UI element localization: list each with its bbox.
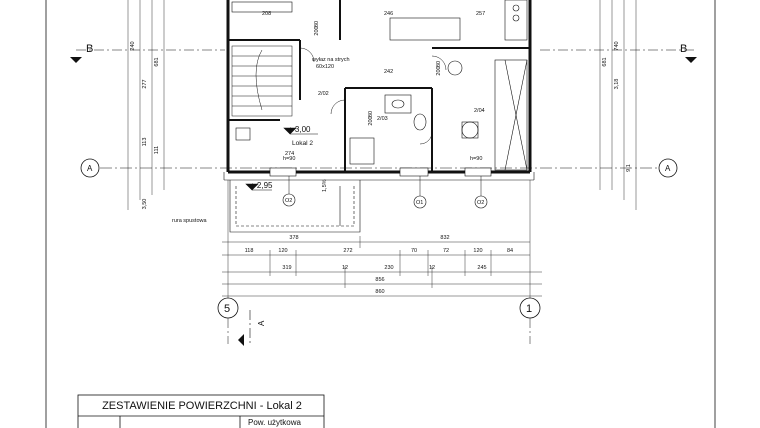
window-openings xyxy=(269,167,492,177)
mid-dim-1: 242 xyxy=(384,69,393,75)
side-dim-right-3: 9,1 xyxy=(626,164,632,172)
dim-row2-label-1: 120 xyxy=(278,248,287,254)
axis-bubble-1 xyxy=(519,297,541,319)
side-dim-left-2: 113 xyxy=(142,138,148,147)
bottom-dimension-chains xyxy=(222,180,542,300)
window-tag-3: O2 xyxy=(477,200,484,206)
room-label-hall: 2/02 xyxy=(318,91,329,97)
dim-row3-label-4: 245 xyxy=(477,265,486,271)
axis-label-left: A xyxy=(87,164,93,173)
side-dim-left-5: 3,50 xyxy=(142,199,148,210)
dim-row3-label-3: 12 xyxy=(429,265,435,271)
section-arrow-a xyxy=(238,334,244,346)
slope-label: 1,5% xyxy=(322,179,328,192)
axis-bubble-right xyxy=(658,158,678,178)
area-table-title: ZESTAWIENIE POWIERZCHNI - Lokal 2 xyxy=(102,400,302,412)
window-tag-2: O1 xyxy=(416,200,423,206)
section-arrow-left xyxy=(70,57,82,63)
dim-row1-label-1: 832 xyxy=(440,235,449,241)
door-swings xyxy=(299,47,447,145)
door-tag-2: 80 xyxy=(368,111,374,117)
section-label-left: B xyxy=(86,43,93,55)
door-tag-0: 80 xyxy=(314,21,320,27)
bedroom-furniture xyxy=(447,59,528,171)
section-label-right: B xyxy=(680,43,687,55)
room-label-bath: 2/03 xyxy=(377,116,388,122)
side-dim-right-0: 681 xyxy=(602,57,608,66)
window-tags xyxy=(282,193,488,209)
dim-row1-label-0: 378 xyxy=(289,235,298,241)
room-label-bedroom: 2/04 xyxy=(474,108,485,114)
side-dim-left-0: 240 xyxy=(130,41,136,50)
level-markers xyxy=(245,127,318,191)
sheet-frame xyxy=(45,0,716,428)
dimension-texts: 378 832 118 120 272 70 72 120 84 319 12 230 12 245 856… xyxy=(130,21,632,295)
window-tag-leaders xyxy=(288,176,482,196)
mid-dim-2: 274 xyxy=(285,151,294,157)
side-dim-left-1: 277 xyxy=(142,79,148,88)
drain-note: rura spustowa xyxy=(172,218,207,224)
interior-walls xyxy=(228,0,530,172)
area-table-frame xyxy=(77,394,325,428)
height-left: h=90 xyxy=(283,156,295,162)
axis-bubble-left xyxy=(80,158,100,178)
window-tag-1: O2 xyxy=(285,198,292,204)
axis-label-5: 5 xyxy=(224,303,230,315)
door-tag-1: 200 xyxy=(314,26,320,35)
dim-row2-label-5: 120 xyxy=(473,248,482,254)
side-dimension-lines xyxy=(127,0,637,210)
dim-row5-label-0: 860 xyxy=(375,289,384,295)
level-stair-label: + 2,95 xyxy=(250,181,273,190)
dim-row2-label-0: 118 xyxy=(245,248,254,254)
kitchen-counter xyxy=(231,0,528,41)
axis-label-right: A xyxy=(665,164,671,173)
dim-row3-label-2: 230 xyxy=(384,265,393,271)
dim-row4-label-0: 856 xyxy=(375,277,384,283)
side-dim-right-1: 740 xyxy=(614,41,620,50)
bathroom-fixtures xyxy=(235,94,427,165)
top-dim-2: 246 xyxy=(384,11,393,17)
door-tag-4: 80 xyxy=(436,61,442,67)
dim-row2-label-3: 70 xyxy=(411,248,417,254)
height-right: h=90 xyxy=(470,156,482,162)
dim-row2-label-2: 272 xyxy=(343,248,352,254)
wall-band-bottom xyxy=(223,172,535,181)
dim-row2-label-4: 72 xyxy=(443,248,449,254)
dim-row3-label-0: 319 xyxy=(282,265,291,271)
dim-row3-label-1: 12 xyxy=(342,265,348,271)
side-dim-left-4: 681 xyxy=(154,57,160,66)
axis-label-1: 1 xyxy=(526,303,532,315)
door-tag-5: 200 xyxy=(436,66,442,75)
axis-lines-vertical xyxy=(227,300,531,344)
vent-note: wyłaz na strych xyxy=(311,57,350,63)
side-dim-left-3: 111 xyxy=(154,146,160,154)
side-dim-right-2: 3,18 xyxy=(614,79,620,90)
balcony-outline xyxy=(229,180,361,233)
area-table-header-cell: Pow. użytkowa xyxy=(248,418,301,427)
section-label-a: A xyxy=(257,320,266,326)
vent-size: 60x120 xyxy=(316,64,334,70)
staircase xyxy=(231,45,293,117)
dim-row2-label-6: 84 xyxy=(507,248,513,254)
axis-bubble-5 xyxy=(217,297,239,319)
level-main-label: + 3,00 xyxy=(288,125,311,134)
top-dim-3: 257 xyxy=(476,11,485,17)
section-arrow-right xyxy=(685,57,697,63)
door-tag-3: 200 xyxy=(368,116,374,125)
top-dim-1: 208 xyxy=(262,11,271,17)
unit-label: Lokal 2 xyxy=(292,140,313,147)
